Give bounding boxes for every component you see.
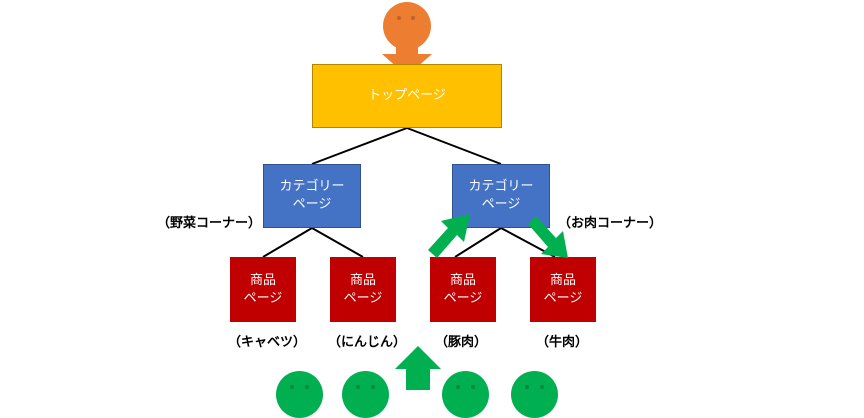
visitor-icon [342,371,389,418]
arrow-up-to-category-icon [428,214,470,258]
annotation-carrot: （にんじん） [328,335,407,350]
annotation-cabbage: （キャベツ） [228,335,307,350]
category-label-line1: カテゴリー [468,179,534,195]
product-label-line2: ページ [543,290,583,306]
annotation-meat-corner: （お肉コーナー） [558,216,663,231]
category-node-vegetables[interactable]: カテゴリー ページ [263,164,361,228]
category-label-line2: ページ [481,197,521,212]
category-label-line2: ページ [292,197,332,212]
product-label-line1: 商品 [249,272,276,288]
arrow-down-to-beef-icon [528,216,568,258]
product-node-beef[interactable]: 商品 ページ [530,257,596,322]
edge-cat-left-to-carrot [311,227,364,258]
visitor-icon [511,371,558,418]
annotation-vegetable-corner: （野菜コーナー） [157,216,262,231]
category-label-line1: カテゴリー [279,179,345,195]
edge-top-to-category-right [406,127,502,165]
edge-cat-left-to-cabbage [262,227,313,258]
top-page-node[interactable]: トップページ [312,64,502,128]
product-node-cabbage[interactable]: 商品 ページ [230,257,296,322]
product-label-line2: ページ [243,290,283,306]
visitor-icon [276,371,323,418]
annotation-pork: （豚肉） [435,335,488,350]
category-node-meat[interactable]: カテゴリー ページ [452,164,550,228]
visitor-icon [442,371,489,418]
product-label-line2: ページ [443,290,483,306]
product-label-line1: 商品 [549,272,576,288]
product-label-line1: 商品 [349,272,376,288]
product-label-line2: ページ [343,290,383,306]
annotation-beef: （牛肉） [536,335,589,350]
edge-cat-right-to-pork [454,227,502,258]
bottom-entry-arrow-up-icon [395,346,441,390]
product-node-carrot[interactable]: 商品 ページ [330,257,396,322]
product-node-pork[interactable]: 商品 ページ [430,257,496,322]
product-label-line1: 商品 [449,272,476,288]
edge-top-to-category-left [311,127,408,165]
entry-arrow-down-icon [382,40,432,76]
top-page-label: トップページ [368,88,446,104]
